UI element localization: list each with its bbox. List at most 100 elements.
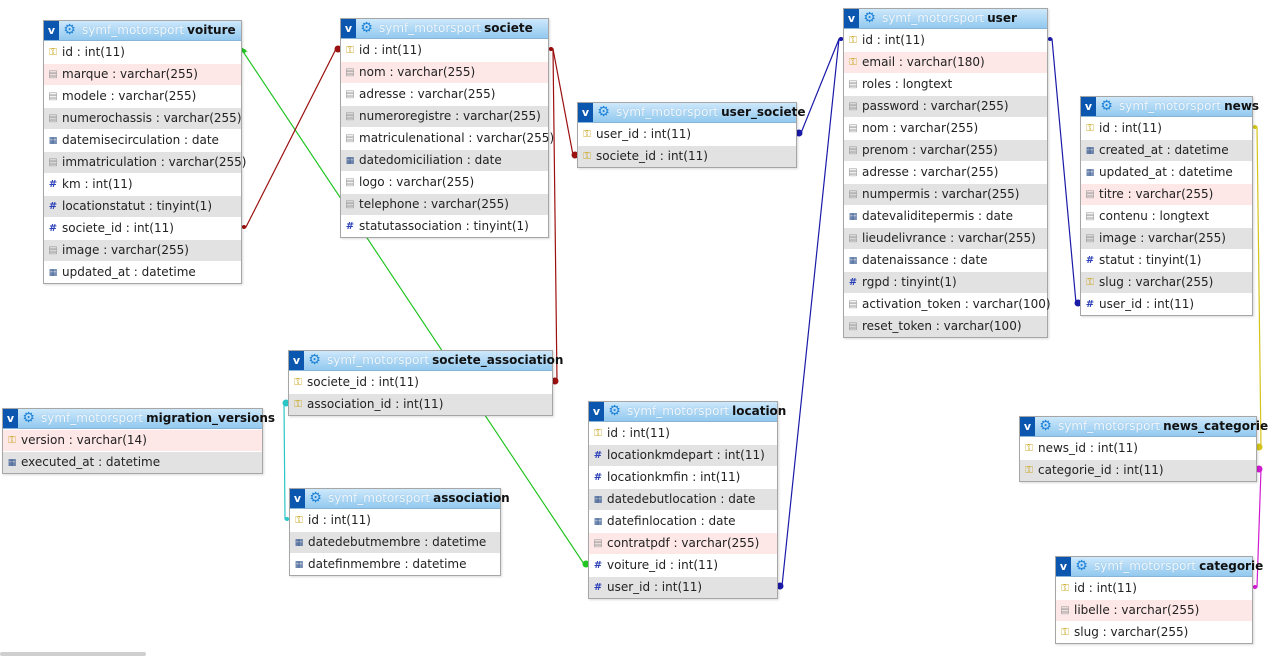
- collapse-toggle-icon[interactable]: v: [290, 489, 305, 508]
- column-row[interactable]: #user_id : int(11): [1081, 293, 1252, 315]
- column-row[interactable]: ▤nom : varchar(255): [341, 61, 548, 83]
- column-row[interactable]: ▦datefinlocation : date: [589, 510, 777, 532]
- column-row[interactable]: ⚿id : int(11): [290, 509, 500, 531]
- collapse-toggle-icon[interactable]: v: [578, 103, 593, 122]
- gear-icon[interactable]: ⚙: [22, 410, 35, 426]
- collapse-toggle-icon[interactable]: v: [1056, 557, 1071, 576]
- column-row[interactable]: #statutassociation : tinyint(1): [341, 215, 548, 237]
- column-row[interactable]: #voiture_id : int(11): [589, 554, 777, 576]
- column-row[interactable]: #km : int(11): [44, 173, 241, 195]
- column-row[interactable]: ▤modele : varchar(255): [44, 85, 241, 107]
- collapse-toggle-icon[interactable]: v: [1081, 97, 1096, 116]
- column-row[interactable]: ⚿societe_id : int(11): [289, 371, 552, 393]
- column-row[interactable]: #user_id : int(11): [589, 576, 777, 598]
- gear-icon[interactable]: ⚙: [597, 104, 610, 120]
- column-row[interactable]: ▤lieudelivrance : varchar(255): [844, 227, 1047, 249]
- column-row[interactable]: #statut : tinyint(1): [1081, 249, 1252, 271]
- column-row[interactable]: ▤nom : varchar(255): [844, 117, 1047, 139]
- gear-icon[interactable]: ⚙: [1075, 558, 1088, 574]
- column-row[interactable]: ⚿id : int(11): [1081, 117, 1252, 139]
- column-row[interactable]: ▦datemisecirculation : date: [44, 129, 241, 151]
- collapse-toggle-icon[interactable]: v: [44, 21, 59, 40]
- column-row[interactable]: ⚿slug : varchar(255): [1056, 621, 1252, 643]
- column-row[interactable]: ▦datenaissance : date: [844, 249, 1047, 271]
- column-row[interactable]: ⚿categorie_id : int(11): [1020, 459, 1256, 481]
- collapse-toggle-icon[interactable]: v: [341, 19, 356, 38]
- column-row[interactable]: ⚿news_id : int(11): [1020, 437, 1256, 459]
- column-row[interactable]: ⚿email : varchar(180): [844, 51, 1047, 73]
- horizontal-scrollbar[interactable]: [0, 652, 146, 656]
- column-row[interactable]: ▦executed_at : datetime: [3, 451, 262, 473]
- column-row[interactable]: ⚿id : int(11): [844, 29, 1047, 51]
- column-row[interactable]: ▤adresse : varchar(255): [341, 83, 548, 105]
- column-row[interactable]: ▤numerochassis : varchar(255): [44, 107, 242, 129]
- collapse-toggle-icon[interactable]: v: [3, 409, 18, 428]
- column-row[interactable]: #locationkmfin : int(11): [589, 466, 777, 488]
- column-row[interactable]: ▤contratpdf : varchar(255): [589, 532, 777, 554]
- column-row[interactable]: ▤image : varchar(255): [44, 239, 241, 261]
- column-row[interactable]: ⚿societe_id : int(11): [578, 145, 796, 167]
- column-row[interactable]: #rgpd : tinyint(1): [844, 271, 1047, 293]
- column-row[interactable]: ▤prenom : varchar(255): [844, 139, 1047, 161]
- gear-icon[interactable]: ⚙: [360, 20, 373, 36]
- column-row[interactable]: ▦datedebutlocation : date: [589, 488, 777, 510]
- column-row[interactable]: ⚿id : int(11): [589, 422, 777, 444]
- column-row[interactable]: ⚿id : int(11): [1056, 577, 1252, 599]
- column-row[interactable]: ▤titre : varchar(255): [1081, 183, 1252, 205]
- collapse-toggle-icon[interactable]: v: [1020, 417, 1035, 436]
- column-row[interactable]: ▦updated_at : datetime: [44, 261, 241, 283]
- column-row[interactable]: ▦datedebutmembre : datetime: [290, 531, 500, 553]
- column-row[interactable]: ▤roles : longtext: [844, 73, 1047, 95]
- gear-icon[interactable]: ⚙: [863, 10, 876, 26]
- gear-icon[interactable]: ⚙: [1039, 418, 1052, 434]
- gear-icon[interactable]: ⚙: [309, 490, 322, 506]
- column-row[interactable]: ▦datedomiciliation : date: [341, 149, 548, 171]
- column-row[interactable]: ⚿id : int(11): [341, 39, 548, 61]
- column-row[interactable]: ▤numeroregistre : varchar(255): [341, 105, 548, 127]
- column-row[interactable]: ▤adresse : varchar(255): [844, 161, 1047, 183]
- column-row[interactable]: ▤reset_token : varchar(100): [844, 315, 1047, 337]
- column-row[interactable]: ▦created_at : datetime: [1081, 139, 1252, 161]
- column-row[interactable]: ▤password : varchar(255): [844, 95, 1047, 117]
- column-row[interactable]: ▤immatriculation : varchar(255): [44, 151, 246, 173]
- column-row[interactable]: ⚿version : varchar(14): [3, 429, 262, 451]
- column-row[interactable]: ▦updated_at : datetime: [1081, 161, 1252, 183]
- collapse-toggle-icon[interactable]: v: [844, 9, 859, 28]
- column-row[interactable]: ▤numpermis : varchar(255): [844, 183, 1047, 205]
- column-row[interactable]: ⚿slug : varchar(255): [1081, 271, 1252, 293]
- column-row[interactable]: ⚿id : int(11): [44, 41, 241, 63]
- column-row[interactable]: ▦datefinmembre : datetime: [290, 553, 500, 575]
- collapse-toggle-icon[interactable]: v: [289, 351, 304, 370]
- column-row[interactable]: ▤contenu : longtext: [1081, 205, 1252, 227]
- gear-icon[interactable]: ⚙: [1100, 98, 1113, 114]
- gear-icon[interactable]: ⚙: [308, 352, 321, 368]
- column-row[interactable]: ⚿association_id : int(11): [289, 393, 552, 415]
- column-row[interactable]: #societe_id : int(11): [44, 217, 241, 239]
- column-row[interactable]: ▤activation_token : varchar(100): [844, 293, 1051, 315]
- column-row[interactable]: ▤libelle : varchar(255): [1056, 599, 1252, 621]
- column-row[interactable]: #locationstatut : tinyint(1): [44, 195, 241, 217]
- gear-icon[interactable]: ⚙: [608, 403, 621, 419]
- column-row[interactable]: ▤marque : varchar(255): [44, 63, 241, 85]
- gear-icon[interactable]: ⚙: [63, 22, 76, 38]
